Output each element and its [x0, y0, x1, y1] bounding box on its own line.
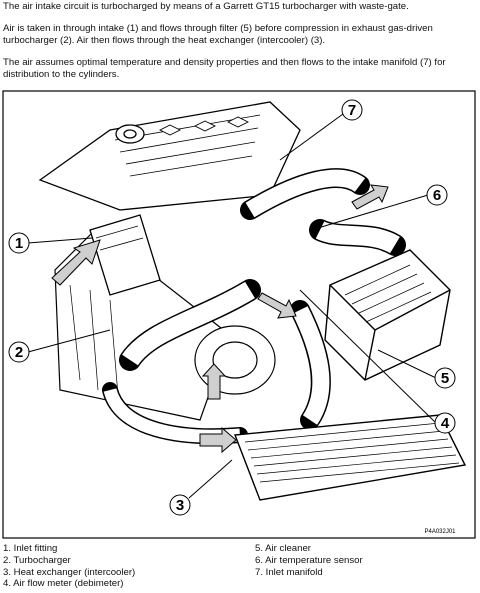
svg-text:7: 7	[348, 102, 356, 119]
callout-2: 2	[8, 329, 111, 363]
svg-text:6: 6	[433, 187, 441, 204]
intro-paragraph-1: The air intake circuit is turbocharged b…	[3, 1, 409, 12]
legend-item: 5. Air cleaner	[255, 543, 311, 554]
inlet-fitting	[89, 214, 161, 296]
diagram-frame	[2, 90, 476, 539]
legend-item: 4. Air flow meter (debimeter)	[3, 578, 124, 590]
callout-7: 7	[279, 99, 363, 161]
intercooler	[234, 414, 467, 501]
intro-paragraph-2: Air is taken in through intake (1) and f…	[3, 23, 433, 46]
intro-paragraph-3: The air assumes optimal temperature and …	[3, 57, 446, 80]
svg-text:5: 5	[441, 370, 449, 387]
legend-item: 6. Air temperature sensor	[255, 554, 363, 566]
legend-item: 3. Heat exchanger (intercooler)	[3, 566, 136, 578]
svg-text:1: 1	[15, 235, 23, 252]
callout-5: 5	[377, 349, 456, 389]
callout-1: 1	[8, 232, 93, 254]
svg-text:4: 4	[441, 415, 450, 432]
legend-item: 7. Inlet manifold	[255, 566, 323, 578]
legend-item: 2. Turbocharger	[3, 554, 71, 566]
callout-3: 3	[169, 459, 233, 516]
engine-block	[54, 229, 276, 421]
air-cleaner-box	[324, 249, 451, 381]
cylinder-head	[38, 101, 301, 211]
flow-arrows	[51, 184, 389, 454]
svg-text:2: 2	[15, 344, 23, 361]
legend-item: 1. Inlet fitting	[3, 543, 58, 554]
legend-right: 5. Air cleaner 6. Air temperature sensor…	[255, 543, 363, 578]
air-hoses	[102, 168, 406, 445]
legend-left: 1. Inlet fitting 2. Turbocharger 3. Heat…	[3, 543, 135, 590]
svg-text:3: 3	[176, 497, 184, 514]
callout-4: 4	[299, 289, 456, 434]
figure-reference: P4A032J01	[424, 529, 456, 535]
engine-intake-diagram: 1 2 3 4 5 6 7 P4A032J01	[2, 90, 476, 539]
callout-6: 6	[317, 184, 448, 229]
